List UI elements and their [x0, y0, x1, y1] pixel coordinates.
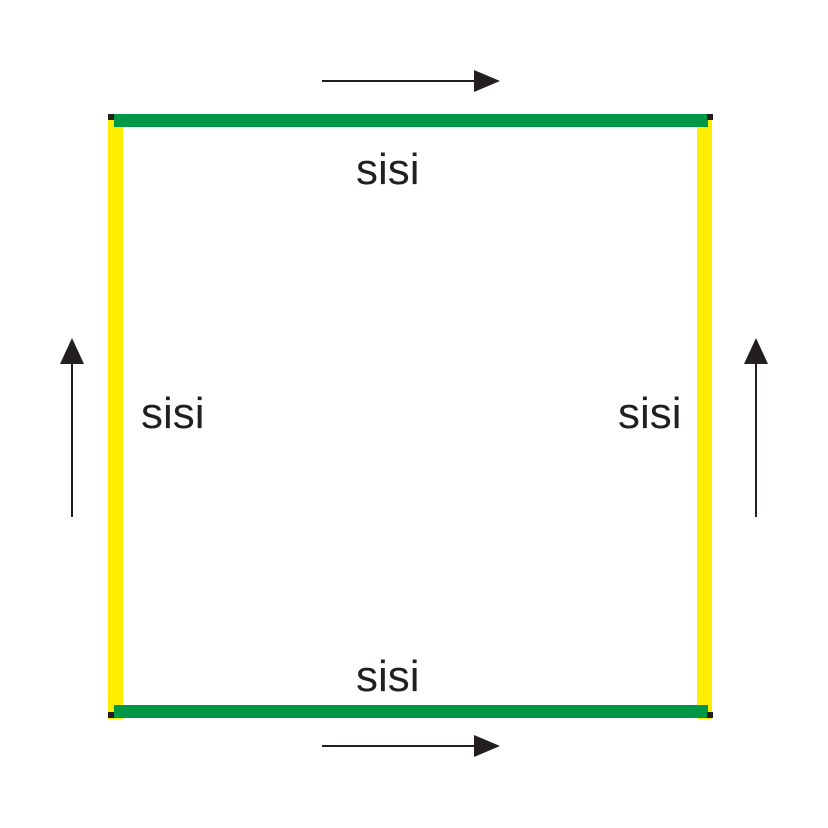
corner-bottom-left [108, 712, 114, 718]
corner-bottom-right [707, 712, 713, 718]
top-side-bar [114, 114, 708, 127]
left-side-bar [108, 116, 123, 719]
bottom-arrow-icon [322, 735, 500, 757]
top-side-label: sisi [356, 145, 420, 194]
bottom-side-bar [114, 705, 708, 718]
bottom-side-label: sisi [356, 652, 420, 701]
corner-top-right [707, 114, 713, 120]
left-side-label: sisi [141, 389, 205, 438]
top-arrow-icon [322, 70, 500, 92]
right-arrow-icon [744, 338, 768, 517]
left-arrow-icon [60, 338, 84, 517]
corner-top-left [108, 114, 114, 120]
right-side-bar [697, 116, 712, 719]
right-side-label: sisi [618, 389, 682, 438]
